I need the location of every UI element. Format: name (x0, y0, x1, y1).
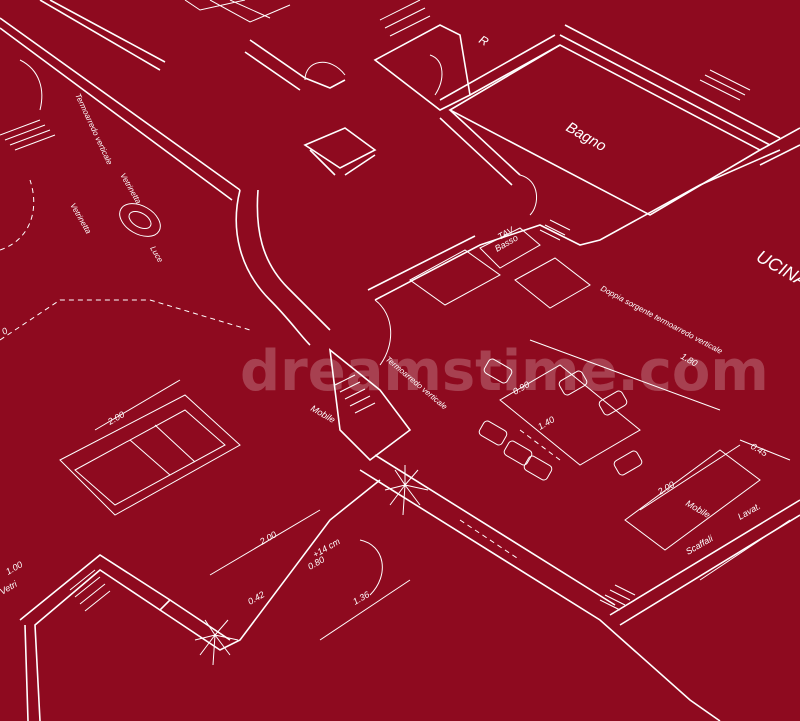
chair-5 (503, 440, 533, 466)
hatch-left (0, 119, 56, 151)
armchair-1 (409, 249, 501, 306)
wall-kitchen-right (759, 127, 800, 166)
hatch-kitchen (539, 219, 571, 241)
wall-top-left (0, 17, 241, 201)
armchair-2 (514, 257, 591, 309)
dim-lower-line (209, 509, 321, 576)
chair-6 (523, 455, 553, 481)
closet-inner (309, 149, 376, 176)
wall-bath-left (439, 109, 521, 186)
wall-lower-middle (359, 454, 721, 721)
light-outer (119, 203, 161, 237)
dim-0-left: 0 (0, 326, 9, 337)
sofa-seat (74, 409, 226, 506)
hatch-top (379, 0, 431, 37)
dim-045-line (739, 439, 791, 461)
wall-lower-center (159, 479, 381, 651)
corridor-wall-left (235, 189, 311, 346)
doors (19, 54, 538, 596)
r-room (373, 24, 471, 111)
plant-2 (194, 619, 239, 666)
hatch-pillar (334, 374, 376, 414)
lavat-line (699, 519, 791, 581)
chair-3 (598, 390, 628, 416)
tav-box (479, 227, 541, 269)
chair-1 (483, 358, 513, 384)
dashed-lines (0, 179, 561, 561)
door-lower (359, 539, 383, 596)
wall-kitchen-top (367, 149, 781, 301)
hatching (0, 0, 751, 612)
wall-pillar (328, 348, 412, 462)
sofa (59, 394, 241, 516)
bathroom-right-wall (559, 24, 781, 146)
mobile-scaffali (624, 449, 761, 551)
plants (194, 465, 429, 666)
watermark: dreamstime.com (240, 339, 769, 404)
hatch-right (699, 69, 751, 101)
dining-set (478, 358, 643, 481)
door-bathroom (519, 174, 538, 216)
bathroom-top-wall (439, 34, 561, 101)
dash-left (0, 299, 251, 341)
corridor-wall-inner (256, 189, 331, 331)
dim-136-line (319, 579, 411, 641)
sofa-outline (59, 394, 241, 516)
plant-1 (384, 465, 429, 516)
hatch-lower (599, 584, 636, 611)
light-inner (128, 210, 152, 230)
dim-sofa-line (94, 379, 181, 431)
dimension-lines (94, 339, 791, 641)
door-top (304, 61, 346, 81)
door-corridor (374, 299, 392, 366)
wall-mid-top (244, 39, 346, 91)
dining-table (499, 364, 641, 466)
hatch-lower-left (69, 569, 111, 612)
stairs (184, 0, 291, 23)
sofa-cushions (129, 424, 196, 476)
dim-right-line (639, 444, 741, 511)
light-fixture (119, 203, 161, 237)
dash-arc-left (0, 179, 35, 251)
dash-mid (459, 429, 561, 561)
kitchen-units (409, 227, 791, 581)
chair-7 (613, 450, 643, 476)
chair-2 (558, 370, 588, 396)
door-left (19, 59, 43, 111)
dim-180-line (529, 339, 721, 411)
wall-top-left-upper (39, 0, 166, 71)
chair-4 (478, 420, 508, 446)
closet (303, 127, 377, 169)
door-r-room (429, 54, 443, 96)
